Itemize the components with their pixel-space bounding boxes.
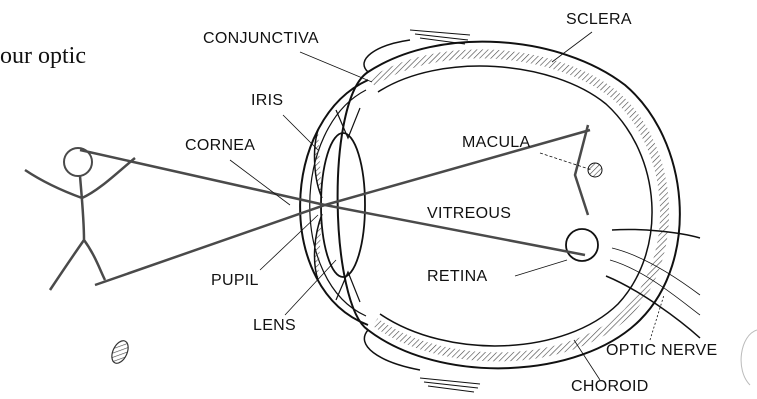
label-sclera: SCLERA — [566, 12, 632, 28]
ink-smudge — [109, 338, 132, 366]
retinal-image-arrow — [575, 125, 588, 215]
retina-outline — [378, 66, 652, 346]
eyelid-lashes-bottom — [420, 378, 480, 392]
pointer-macula — [540, 153, 592, 170]
edge-circle-fragment — [741, 330, 757, 385]
label-conjunctiva: CONJUNCTIVA — [203, 31, 319, 47]
macula-spot — [588, 163, 602, 177]
optic-disc-circle — [566, 229, 598, 261]
body-text-fragment: our optic — [0, 44, 86, 68]
pointer-cornea — [230, 160, 290, 205]
pointer-conjunctiva — [300, 52, 372, 82]
label-optic-nerve: OPTIC NERVE — [606, 343, 717, 359]
pointer-retina — [515, 260, 567, 276]
label-retina: RETINA — [427, 269, 487, 285]
label-vitreous: VITREOUS — [427, 206, 511, 222]
label-pupil: PUPIL — [211, 273, 259, 289]
pointer-iris — [283, 115, 318, 150]
label-lens: LENS — [253, 318, 296, 334]
optic-nerve-top — [612, 229, 700, 238]
pointer-choroid — [574, 340, 600, 380]
stick-figure-body — [25, 158, 135, 290]
label-iris: IRIS — [251, 93, 283, 109]
optic-nerve-bottom — [606, 276, 700, 338]
label-choroid: CHOROID — [571, 379, 649, 395]
label-macula: MACULA — [462, 135, 530, 151]
pointer-lens — [285, 260, 336, 315]
label-cornea: CORNEA — [185, 138, 255, 154]
choroid-band — [372, 54, 665, 357]
